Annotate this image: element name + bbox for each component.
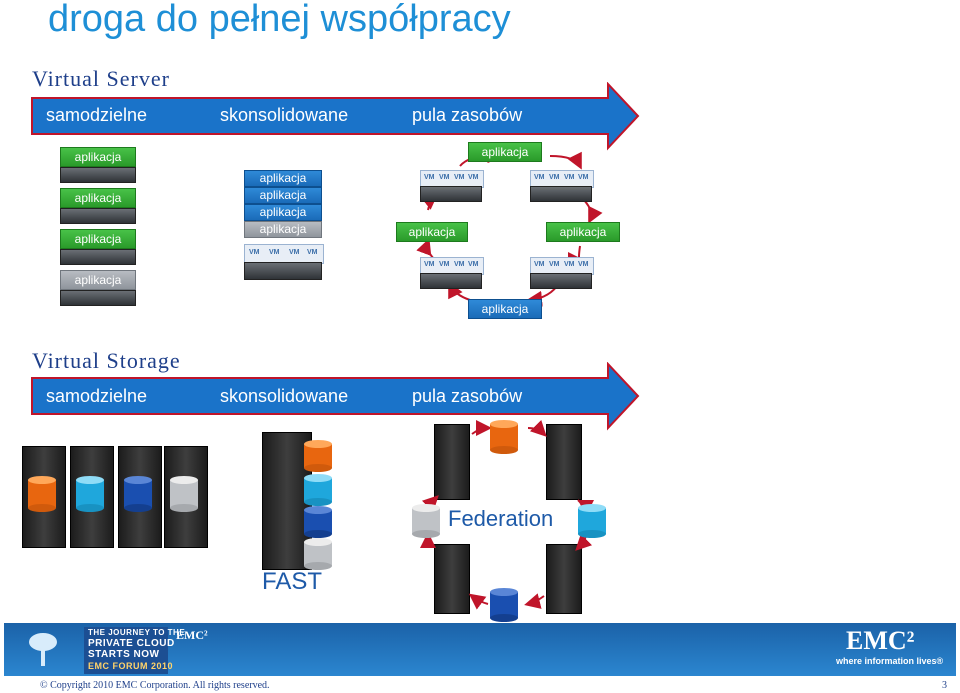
- cloud-icon: [29, 633, 57, 666]
- emc-small-logo: EMC²: [176, 628, 208, 642]
- emc-forum-badge: THE JOURNEY TO THE PRIVATE CLOUD STARTS …: [84, 627, 185, 674]
- disk-icon-blue: [304, 506, 332, 538]
- standalone-server-3: aplikacja: [60, 229, 136, 265]
- standalone-server-1: aplikacja: [60, 147, 136, 183]
- app-label: aplikacja: [60, 270, 136, 290]
- vm-label: VM: [549, 174, 560, 181]
- server-unit: [60, 208, 136, 224]
- app-label: aplikacja: [60, 188, 136, 208]
- server-unit: [420, 186, 482, 202]
- app-label: aplikacja: [60, 147, 136, 167]
- app-label: aplikacja: [244, 170, 322, 187]
- app-label: aplikacja: [244, 204, 322, 221]
- federated-array-4: [546, 544, 582, 614]
- vm-label: VM: [468, 174, 479, 181]
- server-stage-pool: pula zasobów: [412, 105, 523, 125]
- disk-icon-blue: [490, 588, 518, 622]
- emc-logo: EMC²: [846, 626, 915, 655]
- pool-app-bottom: aplikacja: [468, 299, 542, 319]
- vm-label: VM: [424, 261, 435, 268]
- consolidated-server: aplikacja aplikacja aplikacja aplikacja: [244, 170, 322, 238]
- banner-line-4: EMC FORUM 2010: [88, 661, 174, 671]
- pool-app-left: aplikacja: [396, 222, 468, 242]
- app-label: aplikacja: [244, 221, 322, 238]
- vm-label: VM: [549, 261, 560, 268]
- app-label: aplikacja: [244, 187, 322, 204]
- banner-line-3: STARTS NOW: [88, 649, 160, 660]
- disk-icon-cyan: [76, 476, 104, 512]
- page-number: 3: [942, 680, 947, 691]
- virtual-server-heading: Virtual Server: [32, 66, 170, 91]
- storage-stage-standalone: samodzielne: [46, 386, 148, 406]
- vm-label: VM: [249, 249, 260, 256]
- pool-vm-row-4: VM VM VM VM: [530, 257, 594, 275]
- vm-label: VM: [307, 249, 318, 256]
- vm-label: VM: [439, 174, 450, 181]
- federated-array-1: [434, 424, 470, 500]
- server-stage-standalone: samodzielne: [46, 105, 148, 125]
- disk-icon-blue: [124, 476, 152, 512]
- emc-tagline: where information lives®: [836, 656, 944, 666]
- server-unit: [60, 167, 136, 183]
- federation-label: Federation: [448, 506, 554, 531]
- federated-array-3: [434, 544, 470, 614]
- server-stage-arrow: [31, 82, 640, 151]
- vm-label: VM: [564, 174, 575, 181]
- disk-icon-cyan: [304, 474, 332, 506]
- vm-label: VM: [534, 261, 545, 268]
- storage-stage-pool: pula zasobów: [412, 386, 523, 406]
- banner-line-1: THE JOURNEY TO THE: [88, 628, 186, 637]
- page-title: droga do pełnej współpracy: [48, 0, 511, 40]
- disk-icon-orange: [304, 440, 332, 472]
- storage-array-2: [70, 446, 114, 548]
- disk-icon-orange: [28, 476, 56, 512]
- pool-app-top: aplikacja: [468, 142, 542, 162]
- vm-label: VM: [269, 249, 280, 256]
- banner-line-2: PRIVATE CLOUD: [88, 638, 175, 649]
- disk-icon-gray: [412, 504, 440, 538]
- disk-icon-cyan: [578, 504, 606, 538]
- vm-label: VM: [454, 261, 465, 268]
- server-stage-consolidated: skonsolidowane: [220, 105, 349, 125]
- vm-label: VM: [454, 174, 465, 181]
- storage-stage-arrow: [31, 362, 640, 431]
- server-unit: [244, 262, 322, 280]
- server-unit: [420, 273, 482, 289]
- federated-array-2: [546, 424, 582, 500]
- copyright-text: © Copyright 2010 EMC Corporation. All ri…: [40, 680, 270, 691]
- disk-icon-orange: [490, 420, 518, 454]
- vm-label: VM: [424, 174, 435, 181]
- disk-icon-gray: [170, 476, 198, 512]
- disk-icon-gray: [304, 538, 332, 570]
- vm-label: VM: [534, 174, 545, 181]
- server-unit: [60, 249, 136, 265]
- server-unit: [60, 290, 136, 306]
- virtual-storage-heading: Virtual Storage: [32, 348, 181, 373]
- vm-label: VM: [564, 261, 575, 268]
- vm-label: VM: [578, 174, 589, 181]
- server-unit: [530, 186, 592, 202]
- standalone-server-2: aplikacja: [60, 188, 136, 224]
- fast-label: FAST: [262, 568, 323, 595]
- vm-label: VM: [439, 261, 450, 268]
- vm-label: VM: [468, 261, 479, 268]
- storage-stage-consolidated: skonsolidowane: [220, 386, 349, 406]
- app-label: aplikacja: [60, 229, 136, 249]
- standalone-server-4: aplikacja: [60, 270, 136, 306]
- vm-label: VM: [578, 261, 589, 268]
- pool-app-right: aplikacja: [546, 222, 620, 242]
- vm-label: VM: [289, 249, 300, 256]
- vm-row: VM VM VM VM: [244, 244, 324, 264]
- server-unit: [530, 273, 592, 289]
